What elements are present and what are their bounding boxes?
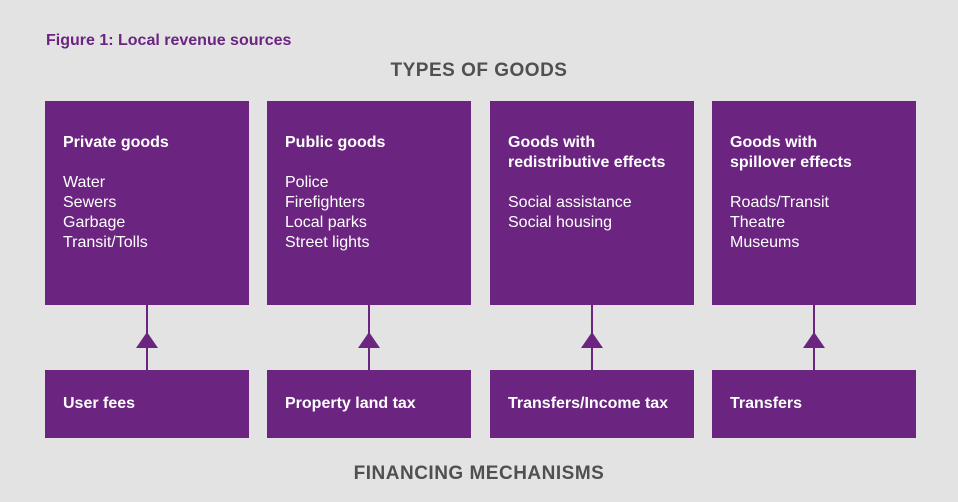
goods-item: Firefighters (285, 194, 366, 211)
arrow-up-icon (358, 332, 380, 348)
goods-title-line: redistributive effects (508, 154, 666, 171)
goods-title: Private goods (63, 133, 237, 153)
connector-arrow-1 (136, 305, 158, 370)
connector-arrow-2 (358, 305, 380, 370)
goods-item: Transit/Tolls (63, 234, 148, 251)
goods-item: Street lights (285, 234, 370, 251)
arrow-up-icon (136, 332, 158, 348)
goods-item: Social assistance (508, 194, 632, 211)
goods-title-line: Goods with (730, 134, 818, 151)
goods-title: Goods with spillover effects (730, 133, 904, 173)
goods-title-line: Private goods (63, 134, 169, 151)
goods-title: Public goods (285, 133, 459, 153)
goods-item: Police (285, 174, 329, 191)
goods-item: Theatre (730, 214, 786, 231)
goods-box-redistributive: Goods with redistributive effects Social… (490, 101, 694, 305)
goods-item: Local parks (285, 214, 367, 231)
types-of-goods-heading: TYPES OF GOODS (390, 60, 568, 81)
goods-item: Museums (730, 234, 800, 251)
goods-item-list: Police Firefighters Local parks Street l… (285, 173, 459, 253)
goods-box-spillover: Goods with spillover effects Roads/Trans… (712, 101, 916, 305)
goods-item-list: Water Sewers Garbage Transit/Tolls (63, 173, 237, 253)
goods-title-line: Public goods (285, 134, 386, 151)
figure-title: Figure 1: Local revenue sources (46, 32, 292, 49)
goods-item-list: Social assistance Social housing (508, 193, 682, 233)
financing-box-property-land-tax: Property land tax (267, 370, 471, 438)
goods-item-list: Roads/Transit Theatre Museums (730, 193, 904, 253)
goods-item: Water (63, 174, 106, 191)
financing-box-transfers-income-tax: Transfers/Income tax (490, 370, 694, 438)
goods-box-public: Public goods Police Firefighters Local p… (267, 101, 471, 305)
goods-title: Goods with redistributive effects (508, 133, 682, 173)
arrow-up-icon (581, 332, 603, 348)
connector-arrow-3 (581, 305, 603, 370)
goods-item: Roads/Transit (730, 194, 829, 211)
goods-title-line: spillover effects (730, 154, 852, 171)
financing-box-transfers: Transfers (712, 370, 916, 438)
goods-item: Garbage (63, 214, 126, 231)
arrow-up-icon (803, 332, 825, 348)
connector-arrow-4 (803, 305, 825, 370)
goods-item: Sewers (63, 194, 117, 211)
goods-title-line: Goods with (508, 134, 596, 151)
financing-box-user-fees: User fees (45, 370, 249, 438)
goods-box-private: Private goods Water Sewers Garbage Trans… (45, 101, 249, 305)
goods-item: Social housing (508, 214, 613, 231)
financing-mechanisms-heading: FINANCING MECHANISMS (353, 463, 605, 484)
